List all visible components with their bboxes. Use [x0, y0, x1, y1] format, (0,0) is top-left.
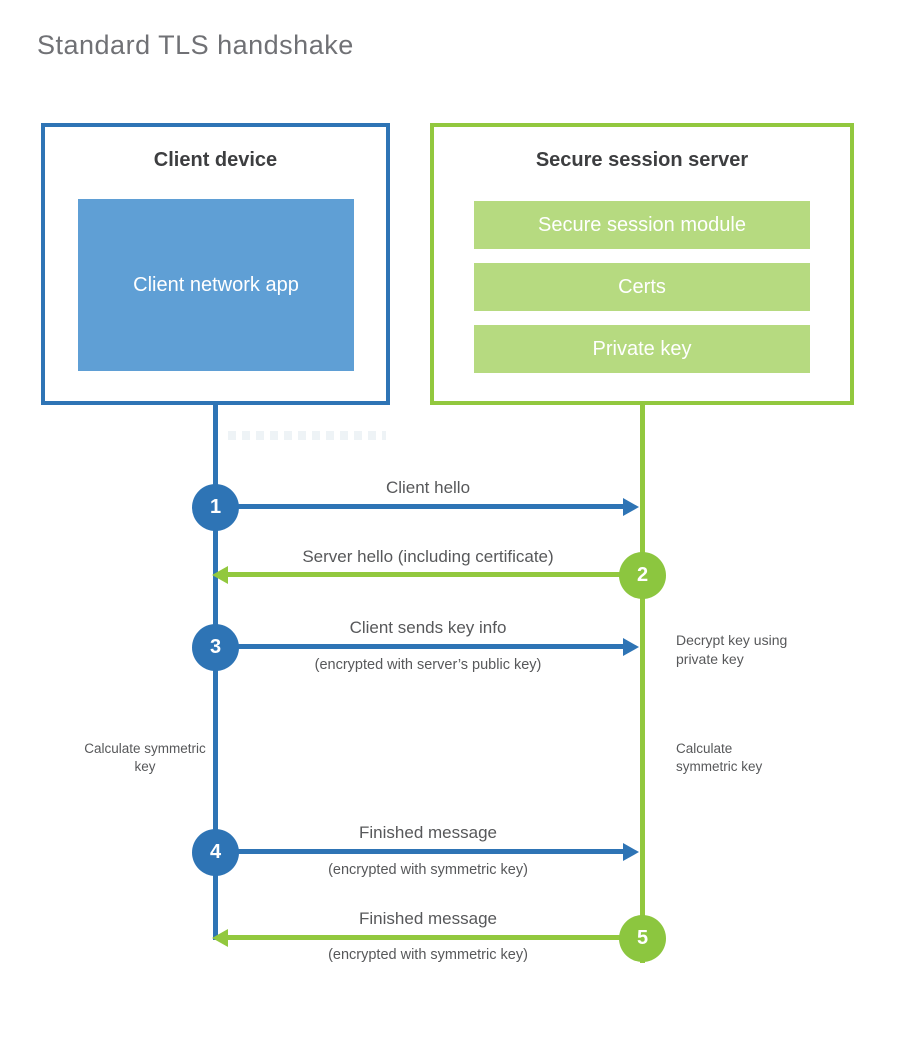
step-5-badge: 5 [619, 915, 666, 962]
step-2-badge: 2 [619, 552, 666, 599]
message-1-arrow [216, 504, 623, 509]
message-3-label: Client sends key info [349, 618, 507, 637]
message-3-sublabel: (encrypted with server’s public key) [314, 657, 542, 673]
server-module-secure-session: Secure session module [474, 201, 810, 249]
server-module-private-key: Private key [474, 325, 810, 373]
client-device-title: Client device [153, 149, 278, 171]
message-4-arrowhead-icon [623, 843, 639, 861]
step-4-badge: 4 [192, 829, 239, 876]
message-5-label: Finished message [359, 909, 497, 928]
message-3-arrowhead-icon [623, 638, 639, 656]
message-5-sublabel: (encrypted with symmetric key) [328, 947, 528, 963]
message-5-arrowhead-icon [212, 929, 228, 947]
message-5-arrow [228, 935, 642, 940]
note-decrypt-key: Decrypt key using private key [676, 632, 788, 667]
note-calculate-symmetric-key-server: Calculate symmetric key [676, 741, 763, 774]
message-3-arrow [216, 644, 623, 649]
message-2-arrowhead-icon [212, 566, 228, 584]
server-lifeline [640, 405, 645, 963]
client-lifeline [213, 405, 218, 940]
step-1-badge: 1 [192, 484, 239, 531]
page-title: Standard TLS handshake [37, 30, 354, 60]
client-network-app-block: Client network app [78, 199, 354, 371]
client-device-box: Client device Client network app [41, 123, 390, 405]
step-3-badge: 3 [192, 624, 239, 671]
message-4-arrow [216, 849, 623, 854]
server-module-certs: Certs [474, 263, 810, 311]
secure-session-server-box: Secure session server Secure session mod… [430, 123, 854, 405]
faint-dashes-artifact [228, 431, 386, 440]
message-2-label: Server hello (including certificate) [302, 547, 554, 566]
secure-session-server-title: Secure session server [535, 149, 749, 171]
message-1-label: Client hello [385, 478, 471, 497]
message-2-arrow [228, 572, 642, 577]
message-4-label: Finished message [359, 823, 497, 842]
note-calculate-symmetric-key-client: Calculate symmetric key [84, 741, 206, 774]
message-1-arrowhead-icon [623, 498, 639, 516]
message-4-sublabel: (encrypted with symmetric key) [328, 862, 528, 878]
